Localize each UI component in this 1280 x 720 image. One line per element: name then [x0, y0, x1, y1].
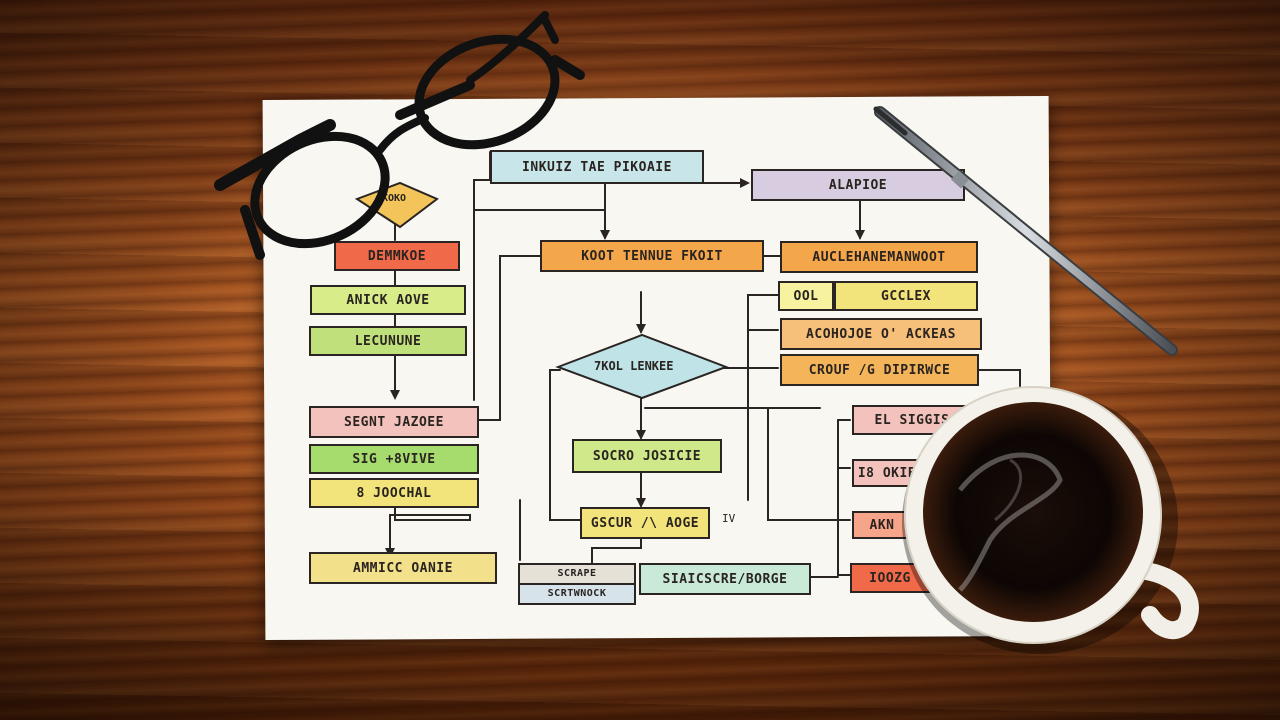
- arrowhead: [390, 390, 400, 400]
- left-diamond-label: KOKO: [382, 193, 407, 204]
- connector: [549, 369, 581, 521]
- connector: [591, 534, 642, 566]
- left-box-4: SEGNT JAZOEE: [309, 406, 479, 438]
- left-box-3: LECUNUNE: [309, 326, 467, 356]
- pen: [873, 106, 1178, 356]
- left-box-7: AMMICC OANIE: [309, 552, 497, 584]
- center-decision-diamond: [555, 333, 729, 400]
- center-low-box: GSCUR /\ AOGE: [580, 507, 710, 539]
- right-side-box-2: I8 OKIE: [852, 459, 922, 487]
- center-main-box: KOOT TENNUE FKOIT: [540, 240, 764, 272]
- connector: [469, 255, 541, 421]
- arrowhead: [740, 178, 750, 188]
- center-diamond-label: 7KOL LENKEE: [594, 359, 674, 373]
- right-box-1: AUCLEHANEMANWOOT: [780, 241, 978, 273]
- arrowhead: [600, 230, 610, 240]
- connector: [389, 499, 471, 549]
- left-box-1: DEMMKOE: [334, 241, 460, 271]
- top-header-box: INKUIZ TAE PIKOAIE: [490, 150, 704, 184]
- right-box-3: ACOHOJOE O' ACKEAS: [780, 318, 982, 350]
- connector: [767, 407, 851, 521]
- bottom-right-box: SIAICSCRE/BORGE: [639, 563, 811, 595]
- left-box-6: 8 JOOCHAL: [309, 478, 479, 508]
- connector: [719, 294, 779, 369]
- right-box-4: CROUF /G DIPIRWCE: [780, 354, 979, 386]
- arrowhead: [855, 230, 865, 240]
- arrowhead: [636, 498, 646, 508]
- coffee-cup: [902, 386, 1199, 654]
- arrowhead: [636, 324, 646, 334]
- connector: [837, 419, 851, 576]
- right-box-2a: OOL: [778, 281, 834, 311]
- connector: [974, 369, 1021, 391]
- left-box-2: ANICK AOVE: [310, 285, 466, 315]
- left-box-5: SIG +8VIVE: [309, 444, 479, 474]
- center-mid-box: SOCRO JOSICIE: [572, 439, 722, 473]
- stacked-box-bottom: SCRTWNOCK: [518, 583, 636, 605]
- right-box-2b: GCCLEX: [834, 281, 978, 311]
- top-right-header-box: ALAPIOE: [751, 169, 965, 201]
- arrowhead: [636, 430, 646, 440]
- center-small-label: IV: [722, 512, 736, 525]
- eyeglasses: [214, 11, 585, 260]
